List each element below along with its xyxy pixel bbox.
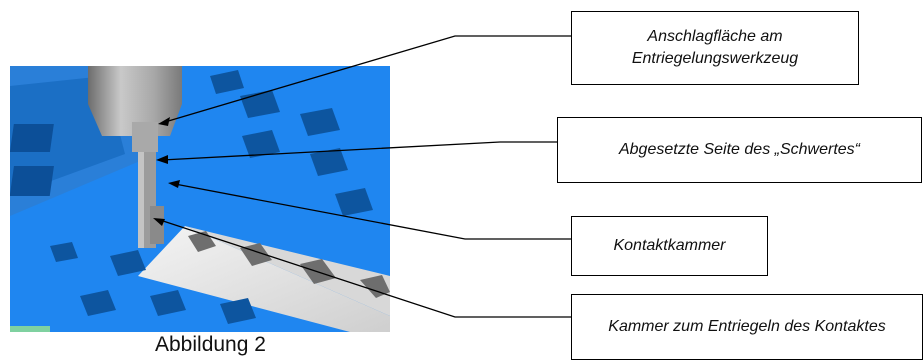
leader-line-4 — [159, 219, 571, 318]
label-kontaktkammer: Kontaktkammer — [571, 216, 768, 276]
leader-line-2 — [161, 141, 557, 161]
tool-shoulder — [132, 122, 158, 152]
leader-line-3 — [174, 183, 571, 240]
tool-tip — [150, 206, 164, 244]
figure-caption: Abbildung 2 — [155, 333, 266, 356]
tool-handle — [88, 66, 182, 104]
arrowhead-2 — [156, 155, 168, 164]
label-abgesetzte-seite: Abgesetzte Seite des „Schwertes“ — [557, 117, 922, 183]
chamber — [10, 166, 54, 196]
chamber — [10, 124, 54, 152]
label-anschlagflaeche: Anschlagfläche am Entriegelungswerkzeug — [571, 11, 859, 85]
contact-strip-top — [185, 226, 390, 316]
tool-cone — [88, 104, 182, 136]
arrowhead-4 — [153, 218, 165, 226]
arrowhead-3 — [168, 180, 180, 188]
connector-render — [10, 66, 390, 332]
leader-line-1 — [164, 35, 571, 123]
label-entriegelkammer: Kammer zum Entriegeln des Kontaktes — [571, 294, 923, 360]
connector-render-svg — [10, 66, 390, 332]
contact-strip — [138, 226, 390, 332]
housing-cells-lower — [50, 242, 256, 324]
base-edge — [10, 326, 50, 332]
arrowhead-1 — [158, 117, 170, 126]
housing-cells-upper — [210, 70, 373, 216]
tool-blade-highlight — [138, 152, 144, 248]
